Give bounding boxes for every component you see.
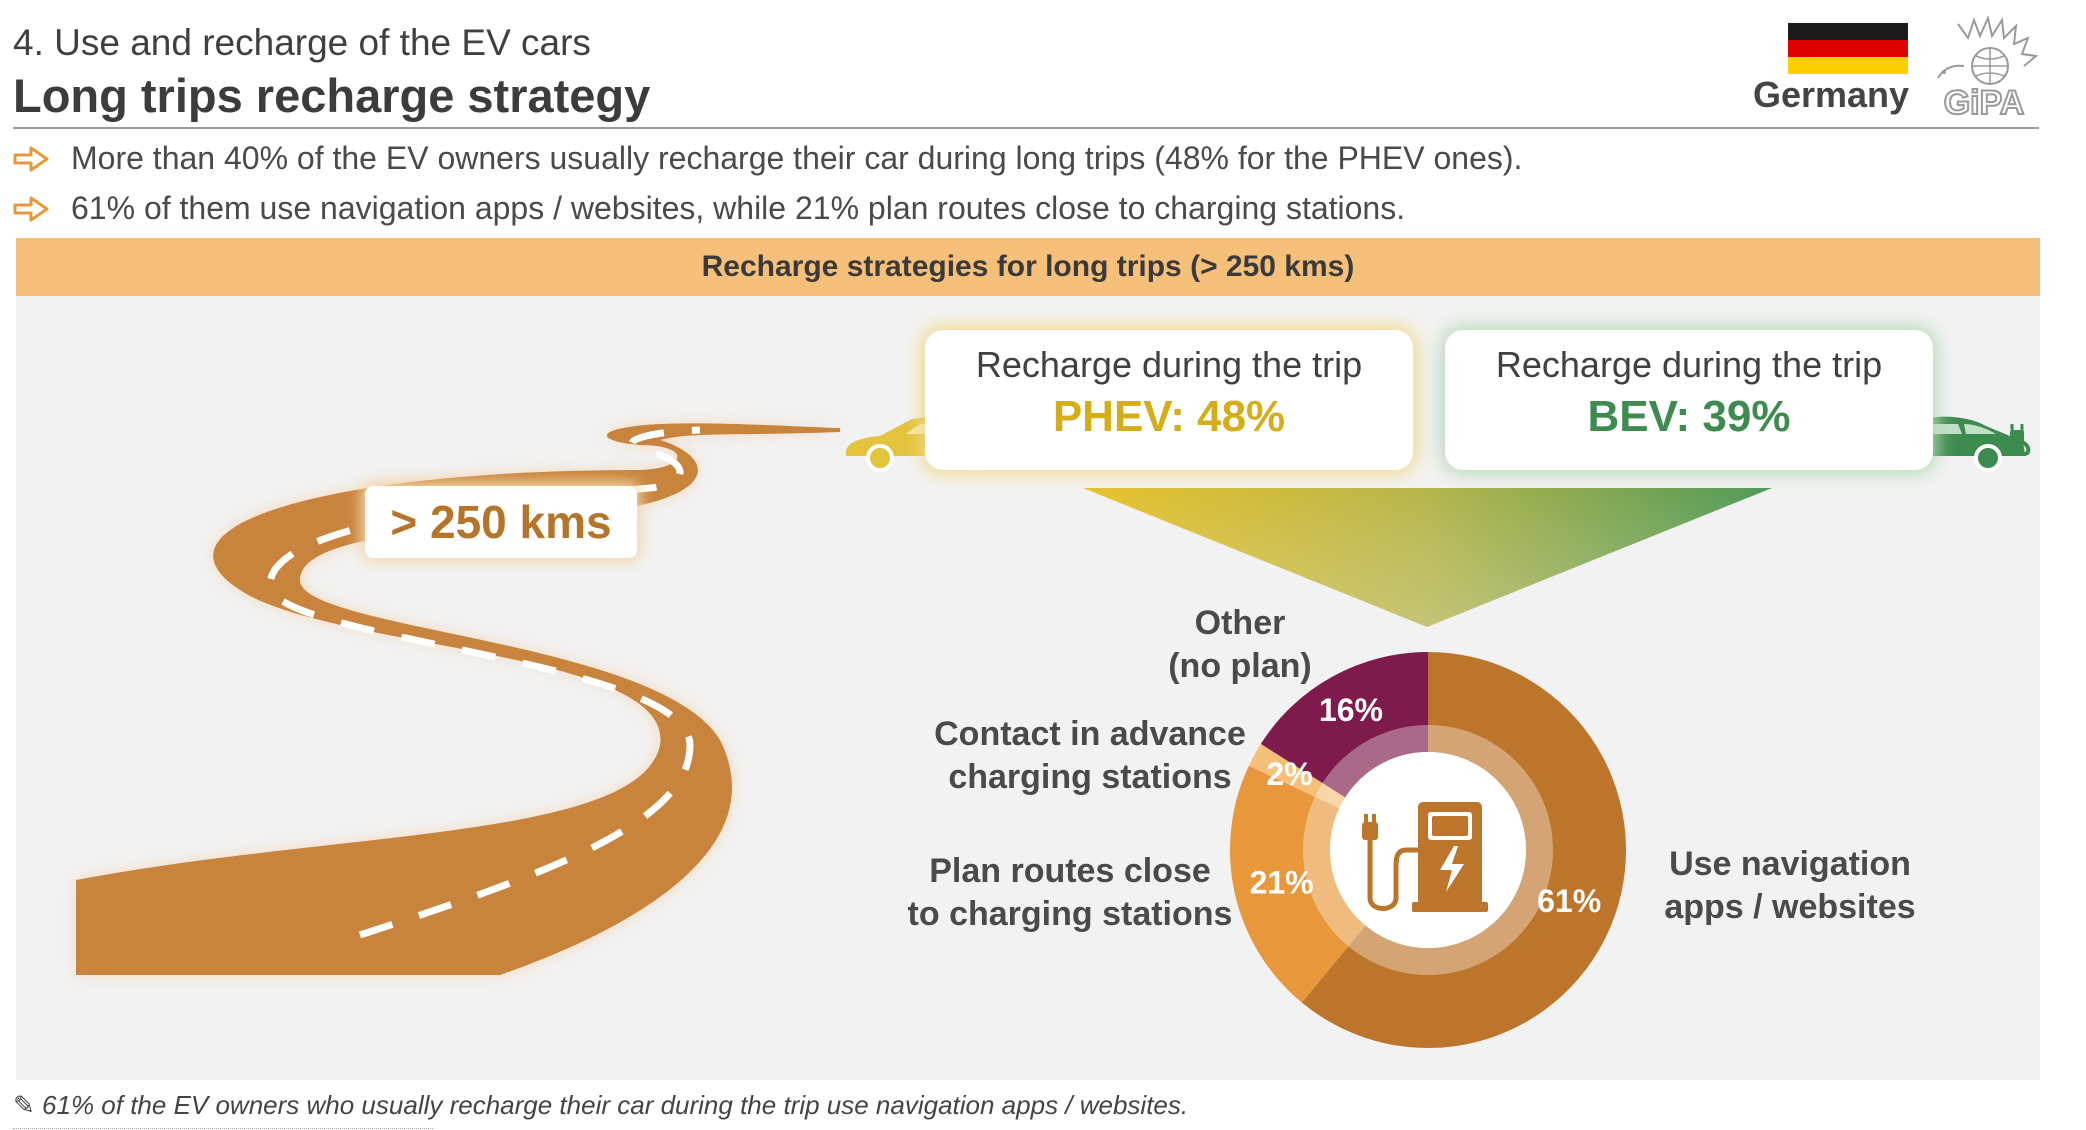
bullet-item: 61% of them use navigation apps / websit… [13, 190, 1405, 227]
callout-bev-value: BEV: 39% [1587, 392, 1791, 441]
germany-flag-icon [1788, 23, 1908, 74]
footnote-text: 61% of the EV owners who usually recharg… [42, 1090, 1189, 1120]
donut-label-other: Other (no plan) [1168, 604, 1312, 685]
bullet-item: More than 40% of the EV owners usually r… [13, 140, 1522, 177]
donut-label-plan: Plan routes close to charging stations [907, 852, 1233, 933]
arrow-right-icon [13, 196, 49, 221]
donut-value-label: 16% [1319, 692, 1383, 728]
bullet-text: 61% of them use navigation apps / websit… [71, 190, 1406, 226]
callout-phev-value: PHEV: 48% [1052, 392, 1286, 441]
svg-text:GiPA: GiPA [1944, 84, 2025, 120]
arrow-right-icon [13, 146, 49, 171]
header-divider [13, 127, 2039, 129]
donut-slice [1301, 652, 1626, 1048]
pencil-icon: ✎ [13, 1090, 35, 1120]
donut-value-label: 2% [1266, 756, 1312, 792]
callout-phev-line1: Recharge during the trip [975, 344, 1363, 385]
charging-station-icon [1362, 802, 1488, 912]
donut-chart: 61% 21% 2%16% [1230, 652, 1626, 1048]
donut-value-label: 61% [1537, 883, 1601, 919]
distance-label: > 250 kms [365, 486, 637, 558]
country-label: Germany [1752, 74, 1910, 115]
donut-slice [1230, 765, 1366, 1003]
callout-bev: Recharge during the trip BEV: 39% [1445, 330, 1933, 470]
donut-label-navigation: Use navigation apps / websites [1664, 845, 1916, 926]
callout-phev: Recharge during the trip PHEV: 48% [925, 330, 1413, 470]
footnote-divider [13, 1128, 433, 1130]
donut-slice [1248, 743, 1346, 809]
page-title: Long trips recharge strategy [13, 69, 651, 122]
callout-bev-line1: Recharge during the trip [1495, 344, 1883, 385]
gipa-logo-icon: GiPA [1928, 14, 2040, 123]
footnote: ✎ 61% of the EV owners who usually recha… [13, 1090, 1188, 1121]
bullet-text: More than 40% of the EV owners usually r… [71, 140, 1523, 176]
section-band [16, 238, 2040, 296]
donut-slice [1260, 652, 1428, 798]
page-subtitle: 4. Use and recharge of the EV cars [13, 22, 591, 63]
section-band-title: Recharge strategies for long trips (> 25… [701, 250, 1355, 283]
donut-label-contact: Contact in advance charging stations [934, 715, 1246, 796]
donut-value-label: 21% [1250, 865, 1314, 901]
